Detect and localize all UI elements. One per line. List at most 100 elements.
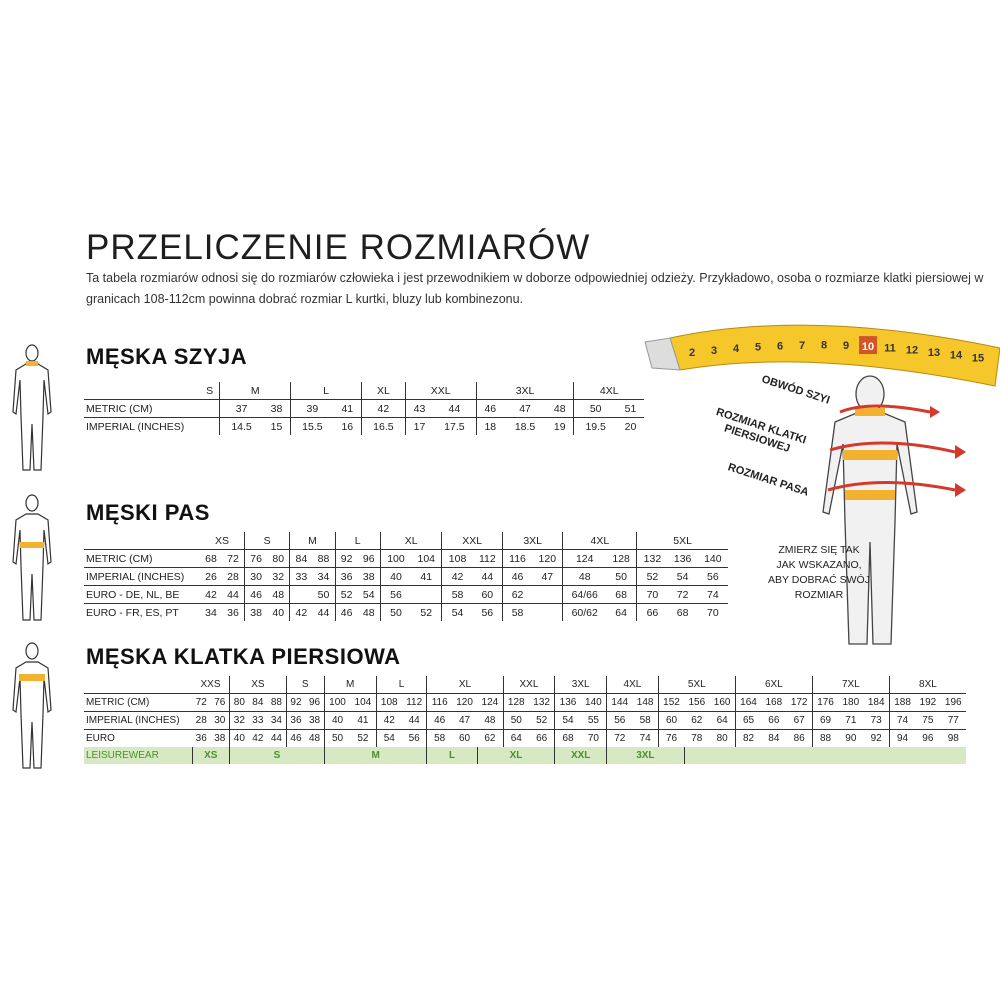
size-header: XXL — [441, 532, 503, 550]
table-cell: 17.5 — [433, 417, 477, 435]
table-cell: 16 — [333, 417, 362, 435]
table-cell: 168 — [761, 693, 787, 712]
size-header: XS — [229, 676, 287, 694]
table-cell: 46 — [476, 399, 504, 418]
table-cell: 58 — [511, 606, 524, 619]
tape-highlight — [859, 336, 877, 355]
table-row: XS S M L XL XXL 3XL 4XL 5XL — [84, 532, 728, 550]
intro-text: Ta tabela rozmiarów odnosi się do rozmia… — [86, 271, 984, 306]
table-cell: 76 — [210, 693, 231, 712]
table-cell: 15.5 — [302, 420, 323, 433]
row-label: EURO — [86, 733, 115, 744]
neck-marker — [855, 408, 885, 416]
table-cell: 44 — [267, 729, 287, 747]
row-label: METRIC (CM) — [84, 693, 192, 712]
size-header: XXS — [192, 676, 231, 694]
table-cell: 44 — [401, 711, 428, 730]
table-cell: 66 — [761, 711, 787, 730]
table-cell — [200, 417, 221, 435]
table-cell: 66 — [646, 606, 659, 619]
table-cell: 180 — [838, 693, 864, 712]
size-header: 3XL — [476, 382, 575, 400]
table-cell: 88 — [312, 549, 336, 568]
table-cell: 100 — [324, 693, 351, 712]
leisure-size: XL — [477, 747, 556, 764]
table-cell: 48 — [477, 711, 504, 730]
table-cell: 54 — [667, 567, 698, 586]
table-cell: 47 — [504, 399, 547, 418]
table-cell: 30 — [210, 711, 231, 730]
table-cell: 192 — [915, 693, 941, 712]
size-header: S — [200, 382, 221, 400]
circular-arrow-icon — [827, 404, 966, 497]
size-header: M — [289, 532, 336, 550]
waist-section-title: MĘSKI PAS — [86, 500, 210, 525]
chest-label: ROZMIAR KLATKI PIERSIOWEJ — [714, 406, 808, 455]
table-cell: 172 — [786, 693, 813, 712]
table-cell: 132 — [636, 549, 668, 568]
table-cell: 64 — [510, 733, 522, 744]
table-cell: 58 — [632, 711, 659, 730]
tape-number: 8 — [821, 340, 827, 352]
table-cell: 33 — [289, 567, 313, 586]
size-header: 7XL — [812, 676, 890, 694]
table-cell: 52 — [335, 585, 358, 604]
table-cell: 128 — [503, 693, 529, 712]
table-cell: 82 — [742, 733, 755, 744]
size-header: S — [244, 532, 291, 550]
table-cell: 68 — [200, 549, 222, 568]
table-cell: 14.5 — [231, 420, 252, 433]
size-header: 5XL — [658, 676, 736, 694]
table-cell: 108 — [441, 549, 473, 568]
table-cell: 140 — [697, 549, 728, 568]
table-cell: 78 — [691, 733, 703, 744]
table-cell — [200, 399, 221, 418]
size-header: 8XL — [889, 676, 966, 694]
table-cell: 76 — [244, 549, 268, 568]
table-cell: 18.5 — [514, 420, 536, 433]
tape-number: 12 — [906, 345, 918, 357]
table-cell: 50 — [390, 606, 402, 619]
waist-label: ROZMIAR PASA — [726, 461, 811, 499]
table-cell: 38 — [305, 711, 325, 730]
row-label: EURO - DE, NL, BE — [84, 585, 200, 604]
table-cell: 56 — [380, 585, 412, 604]
table-cell: 54 — [357, 585, 381, 604]
table-cell: 34 — [267, 711, 287, 730]
table-cell: 38 — [250, 606, 262, 619]
table-cell: 86 — [786, 729, 813, 747]
table-cell: 46 — [244, 585, 268, 604]
table-cell — [532, 585, 564, 604]
size-header: XXL — [503, 676, 556, 694]
table-cell: 132 — [528, 693, 556, 712]
table-cell: 124 — [562, 549, 606, 568]
table-cell: 60 — [458, 733, 471, 744]
table-cell: 76 — [665, 733, 678, 744]
waist-size-table: XS S M L XL XXL 3XL 4XL 5XL METRIC (CM)6… — [84, 532, 728, 621]
size-header: XL — [361, 382, 406, 400]
table-cell: 42 — [252, 733, 264, 744]
table-cell: 72 — [221, 549, 246, 568]
table-cell: 47 — [451, 711, 478, 730]
table-cell — [532, 603, 564, 621]
leisure-size: XS — [192, 747, 231, 764]
table-cell: 16.5 — [361, 417, 406, 435]
table-cell: 48 — [562, 567, 606, 586]
measure-note: ZMIERZ SIĘ TAK JAK WSKAZANO, ABY DOBRAĆ … — [768, 544, 870, 601]
table-cell: 124 — [477, 693, 504, 712]
body-outline-icon — [12, 642, 52, 769]
chest-section-title: MĘSKA KLATKA PIERSIOWA — [86, 644, 401, 669]
tape-number: 6 — [777, 340, 783, 352]
table-cell: 188 — [889, 693, 916, 712]
table-cell: 164 — [735, 693, 762, 712]
size-header: XS — [200, 532, 246, 550]
table-cell: 71 — [838, 711, 864, 730]
leisurewear-row: LEISUREWEAR XS S M L XL XXL 3XL — [84, 747, 966, 764]
row-label: IMPERIAL (INCHES) — [86, 420, 185, 433]
tape-number: 3 — [711, 345, 717, 357]
table-cell: 67 — [786, 711, 813, 730]
